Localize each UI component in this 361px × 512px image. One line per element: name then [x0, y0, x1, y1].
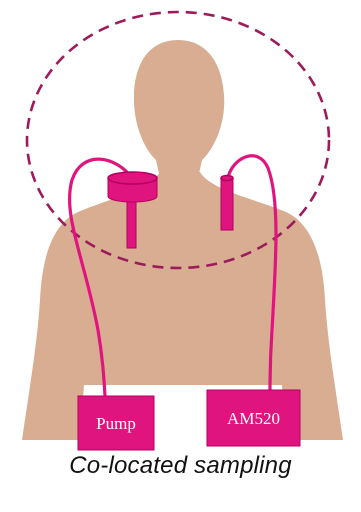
probe-body	[221, 178, 233, 230]
figure-caption: Co-located sampling	[0, 452, 361, 480]
body-silhouette	[22, 40, 343, 440]
am520-label: AM520	[227, 409, 280, 428]
head	[134, 40, 224, 178]
pump-box: Pump	[78, 396, 154, 450]
sampler-cup-top	[108, 172, 157, 184]
monitor-probe	[221, 176, 233, 231]
am520-monitor-box: AM520	[207, 390, 300, 446]
probe-top	[221, 176, 233, 181]
pump-label: Pump	[96, 414, 136, 433]
